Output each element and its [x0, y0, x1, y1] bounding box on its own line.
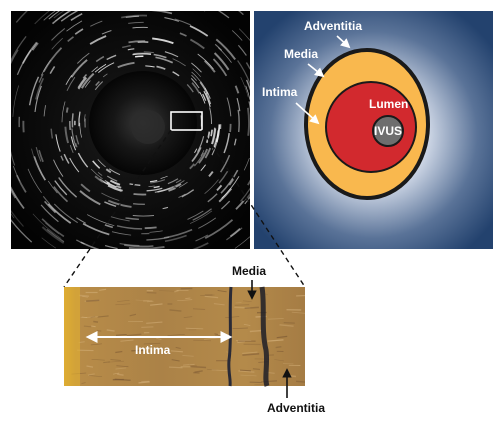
- lumen-region: [325, 81, 417, 173]
- histology-panel: Intima Media Adventitia: [64, 264, 325, 415]
- label-ivus: IVUS: [374, 124, 402, 138]
- ivus-speckle-texture: [11, 11, 250, 249]
- arrow-adventitia: [336, 35, 351, 49]
- label-adventitia: Adventitia: [304, 19, 362, 33]
- hist-label-media: Media: [232, 264, 266, 278]
- zoom-connector-left: [63, 129, 172, 288]
- media-boundary-inner: [227, 286, 233, 387]
- schematic-panel: Adventitia Media Intima Lumen IVUS: [254, 11, 493, 249]
- ivus-catheter-circle: [372, 115, 404, 147]
- arrow-media: [307, 63, 325, 78]
- media-boundary-outer: [259, 286, 270, 387]
- label-lumen: Lumen: [369, 97, 408, 111]
- label-media: Media: [284, 47, 318, 61]
- zoom-connector-right: [201, 129, 306, 288]
- label-intima: Intima: [262, 85, 298, 99]
- histology-texture: [64, 287, 305, 386]
- arrow-intima: [295, 102, 320, 125]
- hist-label-adventitia: Adventitia: [267, 401, 325, 415]
- ivus-catheter: [131, 110, 165, 144]
- zoom-region-box: [170, 111, 203, 131]
- hist-label-intima: Intima: [135, 343, 171, 357]
- ivus-image-panel: [11, 11, 250, 249]
